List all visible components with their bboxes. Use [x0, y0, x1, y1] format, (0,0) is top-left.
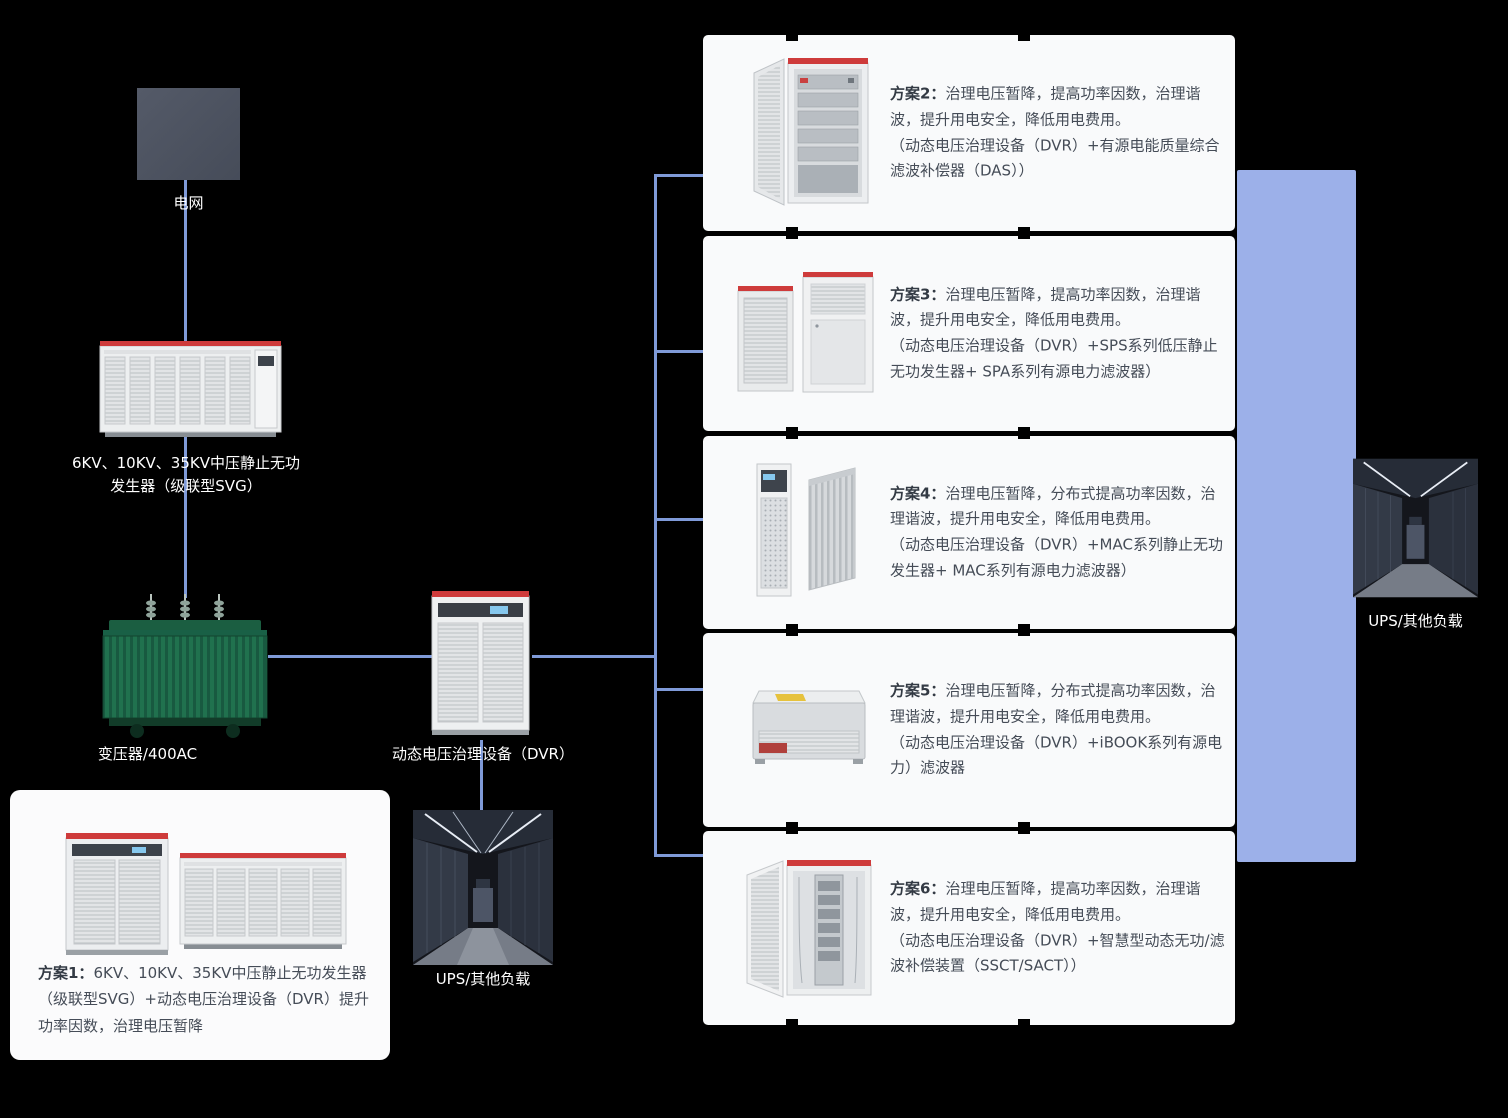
plan5-detail: （动态电压治理设备（DVR）+iBOOK系列有源电力）滤波器: [890, 733, 1223, 777]
card-notch: [1018, 822, 1030, 834]
connector-line-dvr-to-trunk: [532, 655, 656, 658]
card-notch: [786, 427, 798, 439]
svg-generator-image: [98, 330, 283, 442]
plan2-equipment-image: [748, 53, 878, 213]
card-notch: [786, 1019, 798, 1031]
plan2-detail: （动态电压治理设备（DVR）+有源电能质量综合滤波补偿器（DAS））: [890, 136, 1220, 180]
plan3-number: 方案3：: [890, 284, 946, 303]
plan4-number: 方案4：: [890, 483, 946, 502]
plan2-number: 方案2：: [890, 84, 946, 103]
connector-trunk-line: [654, 174, 657, 857]
plan2-desc: 治理电压暂降，提高功率因数，治理谐波，提升用电安全，降低用电费用。: [890, 84, 1201, 129]
output-bus-bar: [1237, 170, 1356, 862]
power-grid-box: [137, 88, 240, 180]
card-notch: [1018, 227, 1030, 239]
plan5-equipment-image: [741, 679, 871, 779]
plan5-desc: 治理电压暂降，分布式提高功率因数，治理谐波，提升用电安全，降低用电费用。: [890, 681, 1216, 726]
plan4-desc: 治理电压暂降，分布式提高功率因数，治理谐波，提升用电安全，降低用电费用。: [890, 483, 1216, 528]
plan2-text: 方案2：治理电压暂降，提高功率因数，治理谐波，提升用电安全，降低用电费用。 （动…: [890, 81, 1226, 184]
connector-branch-plan3: [656, 350, 703, 353]
plan6-desc: 治理电压暂降，提高功率因数，治理谐波，提升用电安全，降低用电费用。: [890, 879, 1201, 924]
plan1-cabinet-image: [62, 828, 172, 958]
card-notch: [786, 822, 798, 834]
dvr-image: [428, 586, 533, 741]
card-notch: [786, 29, 798, 41]
connector-branch-plan4: [656, 518, 703, 521]
transformer-label: 变压器/400AC: [97, 745, 198, 763]
card-notch: [1018, 1019, 1030, 1031]
svg-generator-label: 6KV、10KV、35KV中压静止无功 发生器（级联型SVG）: [71, 454, 300, 496]
ups-right-image: [1353, 452, 1478, 604]
plan3-detail: （动态电压治理设备（DVR）+SPS系列低压静止无功发生器+ SPA系列有源电力…: [890, 336, 1218, 381]
plan1-desc: 6KV、10KV、35KV中压静止无功发生器（级联型SVG）+动态电压治理设备（…: [38, 964, 369, 1035]
plan1-card: 方案1：6KV、10KV、35KV中压静止无功发生器（级联型SVG）+动态电压治…: [10, 790, 390, 1060]
plan1-cabinet-row-image: [178, 842, 348, 954]
plan5-text: 方案5：治理电压暂降，分布式提高功率因数，治理谐波，提升用电安全，降低用电费用。…: [890, 678, 1226, 781]
plan3-equipment-image: [733, 268, 878, 398]
plan3-text: 方案3：治理电压暂降，提高功率因数，治理谐波，提升用电安全，降低用电费用。 （动…: [890, 282, 1226, 385]
plan4-card: 方案4：治理电压暂降，分布式提高功率因数，治理谐波，提升用电安全，降低用电费用。…: [703, 436, 1235, 629]
card-notch: [1018, 427, 1030, 439]
plan6-card: 方案6：治理电压暂降，提高功率因数，治理谐波，提升用电安全，降低用电费用。 （动…: [703, 831, 1235, 1025]
card-notch: [786, 624, 798, 636]
plan1-text: 方案1：6KV、10KV、35KV中压静止无功发生器（级联型SVG）+动态电压治…: [38, 960, 376, 1039]
ups-right-label: UPS/其他负载: [1368, 612, 1463, 630]
plan3-desc: 治理电压暂降，提高功率因数，治理谐波，提升用电安全，降低用电费用。: [890, 284, 1201, 329]
plan2-card: 方案2：治理电压暂降，提高功率因数，治理谐波，提升用电安全，降低用电费用。 （动…: [703, 35, 1235, 231]
plan6-equipment-image: [739, 857, 879, 1002]
connector-line-transformer-to-dvr: [268, 655, 434, 658]
connector-line-dvr-to-ups: [480, 740, 483, 812]
plan6-detail: （动态电压治理设备（DVR）+智慧型动态无功/滤波补偿装置（SSCT/SACT）…: [890, 931, 1225, 975]
card-notch: [1018, 29, 1030, 41]
plan4-text: 方案4：治理电压暂降，分布式提高功率因数，治理谐波，提升用电安全，降低用电费用。…: [890, 481, 1226, 584]
ups-bottom-image: [413, 810, 553, 965]
plan5-number: 方案5：: [890, 681, 946, 700]
plan4-detail: （动态电压治理设备（DVR）+MAC系列静止无功发生器+ MAC系列有源电力滤波…: [890, 535, 1223, 580]
connector-branch-plan5: [656, 688, 703, 691]
card-notch: [786, 227, 798, 239]
transformer-image: [95, 592, 275, 740]
connector-branch-plan2: [656, 174, 703, 177]
plan1-number: 方案1：: [38, 964, 94, 982]
plan6-number: 方案6：: [890, 879, 946, 898]
plan3-card: 方案3：治理电压暂降，提高功率因数，治理谐波，提升用电安全，降低用电费用。 （动…: [703, 236, 1235, 431]
plan4-equipment-image: [743, 458, 878, 603]
ups-bottom-label: UPS/其他负载: [435, 970, 531, 988]
plan6-text: 方案6：治理电压暂降，提高功率因数，治理谐波，提升用电安全，降低用电费用。 （动…: [890, 876, 1226, 979]
dvr-label: 动态电压治理设备（DVR）: [392, 745, 574, 763]
plan5-card: 方案5：治理电压暂降，分布式提高功率因数，治理谐波，提升用电安全，降低用电费用。…: [703, 633, 1235, 827]
connector-branch-plan6: [656, 854, 703, 857]
power-grid-label: 电网: [173, 194, 204, 212]
card-notch: [1018, 624, 1030, 636]
